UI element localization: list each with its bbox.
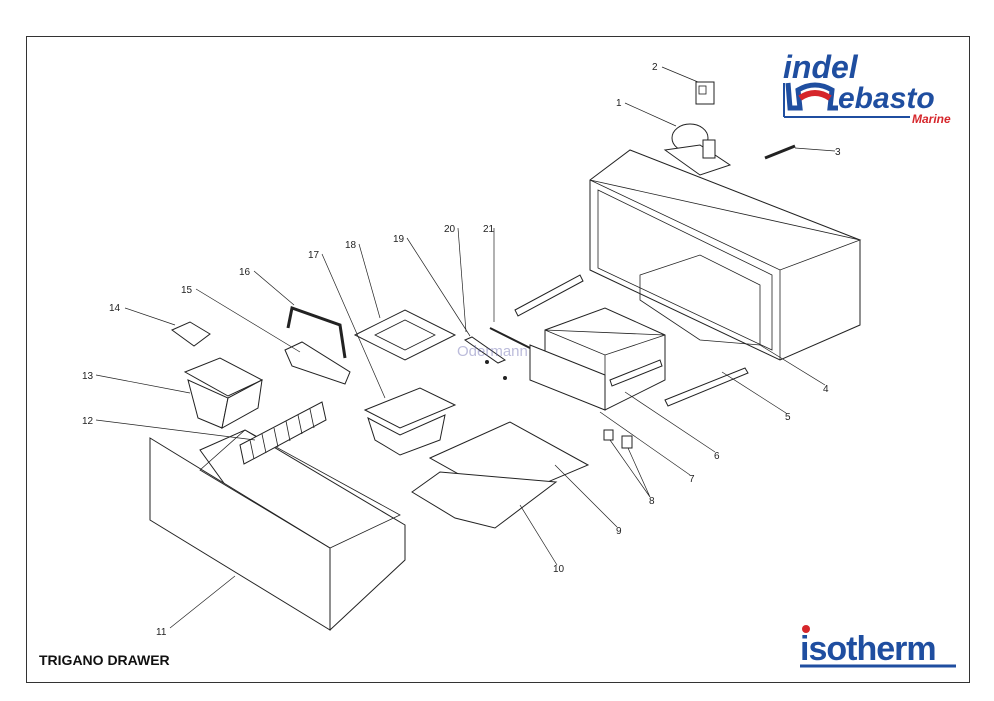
pipe-part-3 xyxy=(764,144,796,160)
callout-7: 7 xyxy=(689,474,695,485)
bin-part-13 xyxy=(183,357,264,429)
logo-marine-text: Marine xyxy=(912,112,951,126)
grille-part-12 xyxy=(239,401,327,465)
callout-16: 16 xyxy=(239,267,251,278)
drawer-front-part-11 xyxy=(149,429,406,631)
handle-part-16 xyxy=(286,306,347,359)
callout-10: 10 xyxy=(553,564,565,575)
drawing-frame xyxy=(26,36,970,683)
callout-21: 21 xyxy=(483,224,495,235)
compressor-part-1 xyxy=(663,123,732,176)
callout-19: 19 xyxy=(393,234,405,245)
inner-drawer-part-7 xyxy=(529,307,666,411)
svg-text:ebasto: ebasto xyxy=(838,82,935,115)
logo-isotherm-text: isotherm xyxy=(800,630,936,668)
callout-3: 3 xyxy=(835,147,841,158)
callout-6: 6 xyxy=(714,451,720,462)
callout-17: 17 xyxy=(308,250,320,261)
strip-part-19 xyxy=(463,336,507,364)
callout-12: 12 xyxy=(82,416,94,427)
relay-part-2 xyxy=(695,81,715,105)
callout-9: 9 xyxy=(616,526,622,537)
leader-lines xyxy=(95,66,836,629)
callout-11: 11 xyxy=(156,627,167,638)
callout-15: 15 xyxy=(181,285,193,296)
callout-5: 5 xyxy=(785,412,791,423)
callout-labels: 1 2 3 4 5 6 7 8 9 10 11 12 13 14 15 16 1… xyxy=(82,62,841,638)
container-part-15 xyxy=(284,341,351,385)
switch-part-8 xyxy=(603,429,633,449)
indel-webasto-logo: indel ebasto Marine xyxy=(783,49,951,126)
small-box-part-14 xyxy=(171,321,211,347)
logo-indel-text: indel xyxy=(783,49,859,85)
callout-13: 13 xyxy=(82,371,94,382)
basket-part-17 xyxy=(363,387,457,456)
hinge-part-21 xyxy=(485,327,531,380)
callout-18: 18 xyxy=(345,240,357,251)
callout-2: 2 xyxy=(652,62,658,73)
tray-part-10 xyxy=(411,471,558,529)
callout-20: 20 xyxy=(444,224,456,235)
isotherm-logo: isotherm xyxy=(800,625,956,668)
callout-1: 1 xyxy=(616,98,622,109)
slide-rail-part-5 xyxy=(514,274,749,407)
rail-part-6 xyxy=(609,359,663,387)
cabinet-part-4 xyxy=(589,149,862,361)
tray-part-18 xyxy=(353,309,457,361)
callout-14: 14 xyxy=(109,303,121,314)
callout-4: 4 xyxy=(823,384,829,395)
callout-8: 8 xyxy=(649,496,655,507)
watermark: Odermann xyxy=(457,343,528,360)
diagram-title: TRIGANO DRAWER xyxy=(39,652,170,668)
